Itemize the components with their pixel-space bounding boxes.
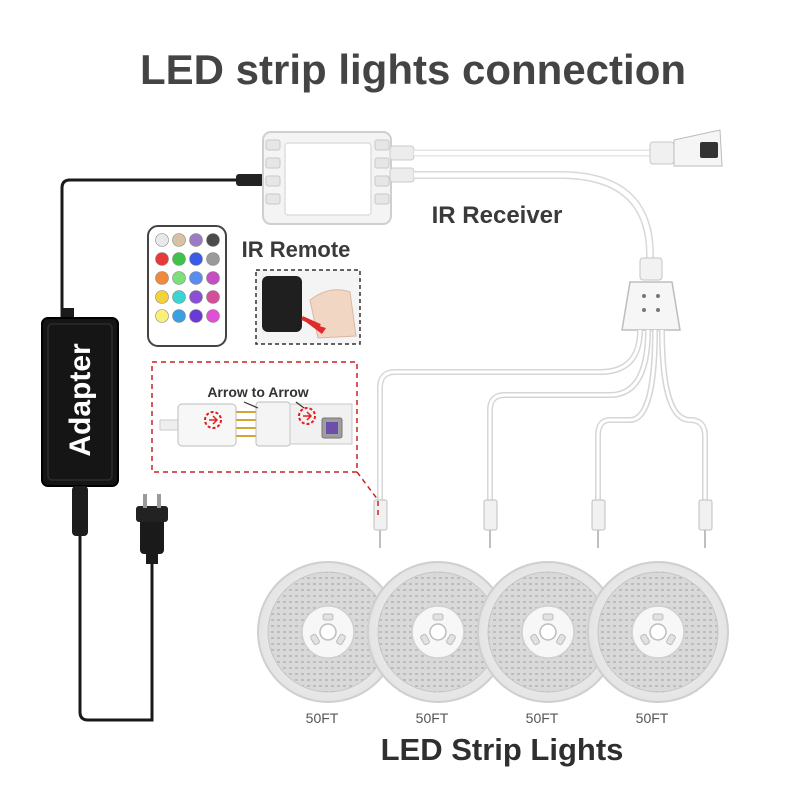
remote-button (206, 290, 220, 304)
remote-button (172, 252, 186, 266)
led-strip-lights-label: LED Strip Lights (381, 732, 624, 767)
remote-button (189, 233, 203, 247)
remote-button (206, 271, 220, 285)
led-reels: 50FT 50FT 50FT 50FT (257, 561, 729, 726)
ir-receiver-cable (414, 129, 723, 167)
led-reel: 50FT (587, 561, 729, 726)
remote-button (155, 271, 169, 285)
remote-button (189, 271, 203, 285)
remote-button (155, 309, 169, 323)
branch-cables (373, 329, 713, 548)
remote-usage-photo (255, 269, 361, 345)
remote-button (155, 290, 169, 304)
splitter (621, 257, 681, 331)
controller-box (262, 131, 415, 225)
ir-remote (147, 225, 227, 347)
page-title: LED strip lights connection (140, 46, 686, 93)
reel-length-label: 50FT (526, 710, 559, 726)
remote-button (189, 252, 203, 266)
remote-button (189, 290, 203, 304)
remote-button (172, 290, 186, 304)
remote-button (189, 309, 203, 323)
remote-button (206, 233, 220, 247)
output-cable (414, 171, 654, 270)
arrow-to-arrow-label: Arrow to Arrow (207, 384, 308, 400)
remote-button (155, 252, 169, 266)
reel-length-label: 50FT (306, 710, 339, 726)
led-reel: 50FT (367, 561, 509, 726)
remote-button-grid (155, 233, 220, 323)
power-adapter: Adapter (41, 308, 119, 536)
remote-button (172, 271, 186, 285)
wall-plug (136, 494, 168, 564)
led-reel: 50FT (477, 561, 619, 726)
remote-button (206, 252, 220, 266)
remote-button (155, 233, 169, 247)
ir-remote-label: IR Remote (242, 237, 351, 262)
reel-length-label: 50FT (416, 710, 449, 726)
reel-length-label: 50FT (636, 710, 669, 726)
remote-button (206, 309, 220, 323)
power-cable (60, 174, 266, 722)
connector-detail: Arrow to Arrow (151, 361, 379, 518)
remote-button (172, 233, 186, 247)
ir-receiver-label: IR Receiver (432, 202, 563, 229)
led-reel: 50FT (257, 561, 399, 726)
remote-button (172, 309, 186, 323)
adapter-label: Adapter (64, 343, 97, 457)
